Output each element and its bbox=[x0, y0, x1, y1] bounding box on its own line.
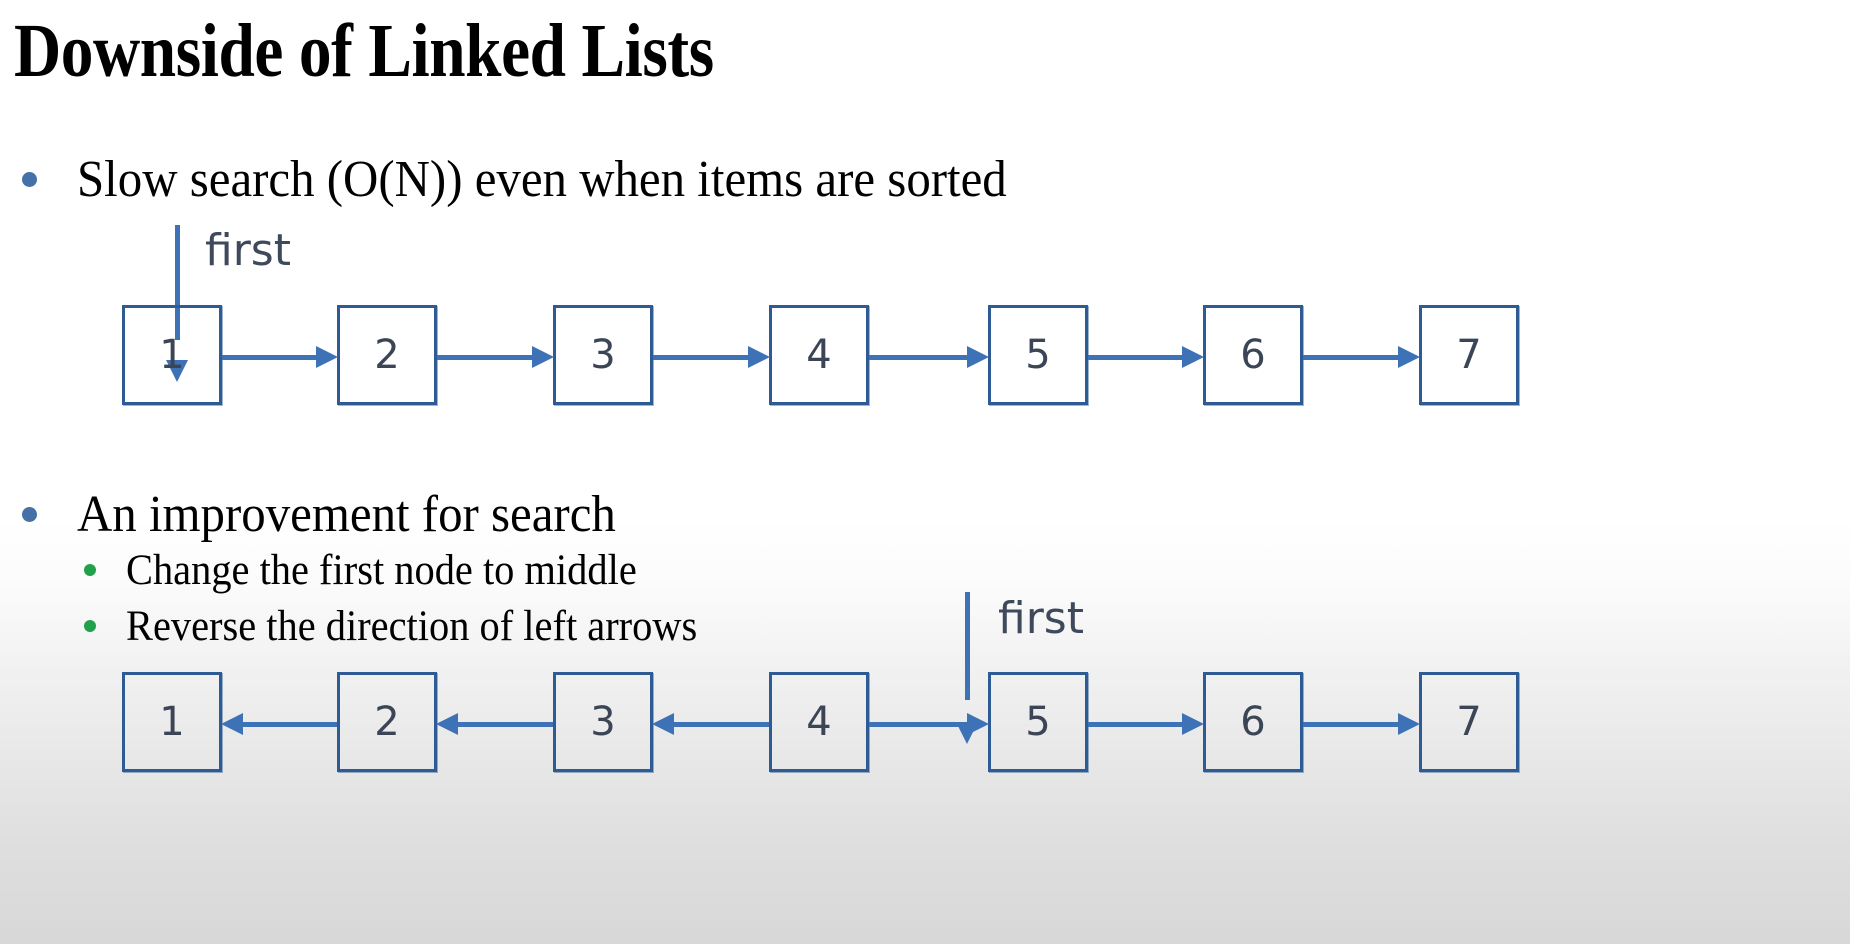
list-node: 5 bbox=[988, 305, 1088, 405]
node-value: 1 bbox=[159, 332, 185, 378]
bullet-an-improvement: An improvement for search bbox=[22, 487, 650, 543]
node-value: 6 bbox=[1240, 699, 1266, 745]
list-node: 3 bbox=[553, 672, 653, 772]
list-node: 6 bbox=[1203, 672, 1303, 772]
node-value: 4 bbox=[806, 699, 832, 745]
arrow-head-icon bbox=[967, 346, 989, 368]
arrow-shaft bbox=[1088, 355, 1183, 360]
pointer-head-icon bbox=[166, 360, 188, 382]
first-pointer-label: first bbox=[998, 593, 1084, 644]
bullet-marker-icon bbox=[84, 620, 96, 632]
arrow-head-icon bbox=[532, 346, 554, 368]
bullet-marker-icon bbox=[84, 564, 96, 576]
list-node: 4 bbox=[769, 672, 869, 772]
node-value: 5 bbox=[1025, 699, 1051, 745]
node-value: 3 bbox=[590, 332, 616, 378]
bullet-text: Change the first node to middle bbox=[126, 547, 637, 594]
list-node: 2 bbox=[337, 672, 437, 772]
arrow-head-icon bbox=[1398, 346, 1420, 368]
bullet-text: An improvement for search bbox=[77, 486, 616, 543]
arrow-shaft bbox=[653, 355, 749, 360]
list-node: 7 bbox=[1419, 305, 1519, 405]
arrow-shaft bbox=[242, 722, 337, 727]
arrow-head-icon bbox=[748, 346, 770, 368]
list-node: 5 bbox=[988, 672, 1088, 772]
arrow-shaft bbox=[437, 355, 533, 360]
bullet-text: Slow search (O(N)) even when items are s… bbox=[77, 151, 1007, 208]
node-value: 1 bbox=[159, 699, 185, 745]
arrow-head-icon bbox=[1398, 713, 1420, 735]
first-pointer-label: first bbox=[205, 225, 291, 276]
node-value: 2 bbox=[374, 332, 400, 378]
bullet-reverse-direction: Reverse the direction of left arrows bbox=[84, 604, 734, 650]
arrow-shaft bbox=[1303, 355, 1399, 360]
pointer-stem bbox=[175, 225, 180, 340]
list-node: 1 bbox=[122, 672, 222, 772]
node-value: 6 bbox=[1240, 332, 1266, 378]
list-node: 2 bbox=[337, 305, 437, 405]
arrow-head-icon bbox=[652, 713, 674, 735]
arrow-head-icon bbox=[436, 713, 458, 735]
list-node: 6 bbox=[1203, 305, 1303, 405]
list-node: 1 bbox=[122, 305, 222, 405]
arrow-shaft bbox=[1088, 722, 1183, 727]
arrow-shaft bbox=[222, 355, 317, 360]
arrow-head-icon bbox=[1182, 346, 1204, 368]
bullet-text: Reverse the direction of left arrows bbox=[126, 603, 698, 650]
list-node: 4 bbox=[769, 305, 869, 405]
bullet-marker-icon bbox=[22, 172, 37, 187]
arrow-shaft bbox=[869, 722, 968, 727]
arrow-shaft bbox=[1303, 722, 1399, 727]
bullet-change-first-node: Change the first node to middle bbox=[84, 548, 669, 594]
node-value: 5 bbox=[1025, 332, 1051, 378]
arrow-head-icon bbox=[316, 346, 338, 368]
bullet-marker-icon bbox=[22, 507, 37, 522]
arrow-shaft bbox=[673, 722, 769, 727]
node-value: 7 bbox=[1456, 699, 1482, 745]
node-value: 7 bbox=[1456, 332, 1482, 378]
page-title: Downside of Linked Lists bbox=[14, 9, 714, 93]
node-value: 3 bbox=[590, 699, 616, 745]
list-node: 3 bbox=[553, 305, 653, 405]
bullet-slow-search: Slow search (O(N)) even when items are s… bbox=[22, 152, 1066, 208]
node-value: 4 bbox=[806, 332, 832, 378]
arrow-head-icon bbox=[967, 713, 989, 735]
pointer-stem bbox=[965, 592, 970, 700]
arrow-shaft bbox=[457, 722, 553, 727]
arrow-head-icon bbox=[1182, 713, 1204, 735]
arrow-shaft bbox=[869, 355, 968, 360]
list-node: 7 bbox=[1419, 672, 1519, 772]
node-value: 2 bbox=[374, 699, 400, 745]
arrow-head-icon bbox=[221, 713, 243, 735]
